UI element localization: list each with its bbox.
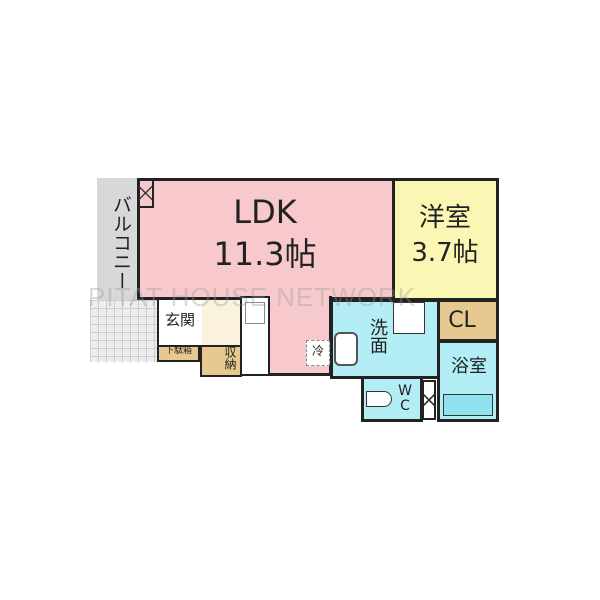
washroom-label: 洗面: [367, 318, 388, 354]
balcony-label: バルコニー: [110, 195, 132, 290]
kitchen-sink: [245, 302, 265, 324]
entrance-label: 玄関: [164, 311, 195, 329]
fridge-space: [306, 340, 330, 366]
western-room: [392, 178, 499, 301]
bathroom-label: 浴室: [451, 356, 487, 377]
porch: [90, 300, 158, 362]
pipe-space: [422, 380, 436, 420]
storage-label: 収納: [223, 346, 237, 370]
wash-basin: [334, 332, 358, 366]
shoe-box: [157, 345, 200, 362]
toilet-fixture: [366, 391, 392, 407]
window-vent: [137, 178, 154, 208]
ldk-size: 11.3帖: [213, 235, 317, 273]
washing-machine-space: [393, 302, 425, 334]
fridge-label: 冷: [311, 344, 324, 358]
balcony: [97, 178, 139, 300]
closet-label: CL: [448, 308, 476, 333]
bathtub: [443, 394, 493, 416]
ldk-label: LDK: [233, 193, 297, 231]
western-size: 3.7帖: [411, 238, 479, 268]
shoe-box-label: 下駄箱: [164, 346, 192, 356]
western-label: 洋室: [418, 203, 471, 233]
toilet-label: WC: [398, 383, 412, 414]
watermark: PITAT HOUSE NETWORK: [88, 282, 417, 312]
entrance-hall: [202, 300, 242, 346]
entrance: [157, 300, 202, 346]
